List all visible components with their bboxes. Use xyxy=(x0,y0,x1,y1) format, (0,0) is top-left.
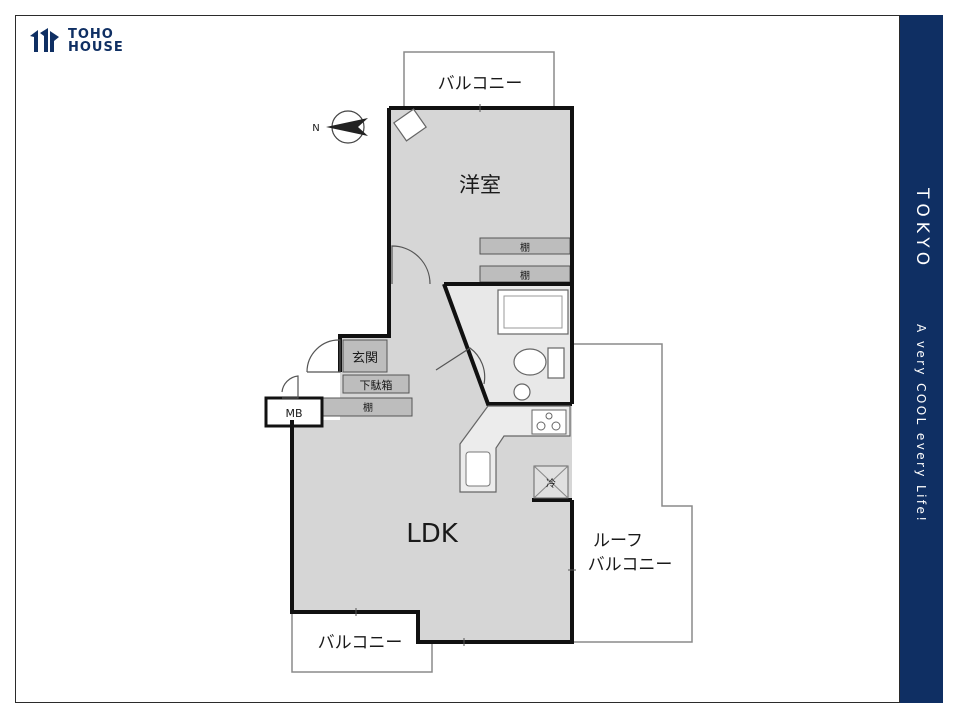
brand-line-1: TOHO xyxy=(68,27,114,42)
desk-icon xyxy=(393,108,427,142)
balcony-bottom-label: バルコニー xyxy=(318,633,403,653)
shoe-cabinet-label: 下駄箱 xyxy=(360,378,393,392)
meter-box-label: MB xyxy=(285,407,302,420)
walls xyxy=(290,106,574,644)
doors xyxy=(281,245,486,399)
entrance-label: 玄関 xyxy=(352,351,378,366)
bathtub-inner xyxy=(503,295,563,329)
bathtub xyxy=(497,289,569,335)
shelf-1-label: 棚 xyxy=(520,241,530,254)
roof-balcony-label-2: バルコニー xyxy=(588,555,673,575)
roof-balcony-outline xyxy=(572,343,693,643)
compass-icon xyxy=(326,110,368,144)
shelf-2-label: 棚 xyxy=(520,269,530,282)
toilet-tank xyxy=(547,347,565,379)
entrance-area xyxy=(342,339,388,373)
side-band xyxy=(900,15,943,703)
fridge xyxy=(533,465,569,499)
brand-line-2: HOUSE xyxy=(68,40,124,55)
roof-balcony-label-1: ルーフ xyxy=(593,531,643,551)
washbasin xyxy=(513,383,531,401)
side-band-tagline: A very COOL every Life! xyxy=(914,324,928,524)
fridge-label: 冷 xyxy=(546,477,556,490)
balcony-top-label: バルコニー xyxy=(438,74,523,94)
shelf-3-label: 棚 xyxy=(363,401,373,414)
ldk-label: LDK xyxy=(406,519,459,549)
side-band-title: TOKYO xyxy=(912,188,932,271)
stove-icon xyxy=(531,409,567,435)
shoe-cabinet xyxy=(342,374,410,394)
logo-mark-icon xyxy=(30,28,59,52)
brand-logo: TOHO HOUSE xyxy=(28,28,124,54)
window-marks xyxy=(355,104,576,646)
western-room-label: 洋室 xyxy=(459,173,501,197)
toilet xyxy=(513,348,547,376)
compass-label: N xyxy=(312,123,319,134)
sink xyxy=(465,451,491,487)
